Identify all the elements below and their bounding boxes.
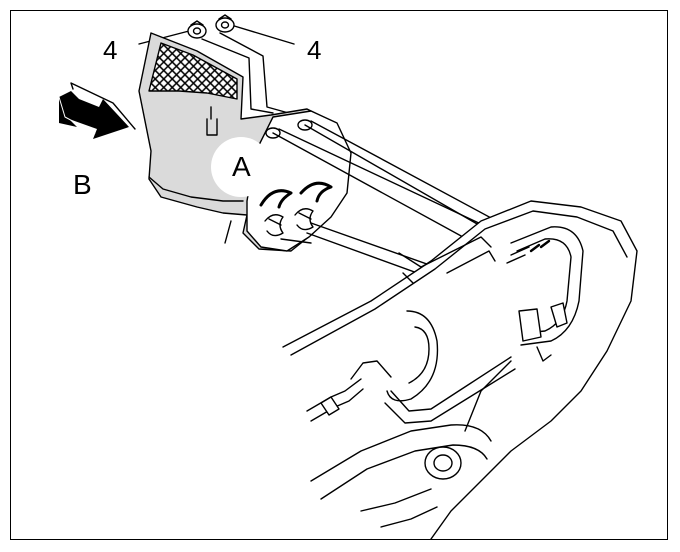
nut-callout-left: 4	[103, 35, 118, 65]
spring-clips	[259, 181, 333, 244]
direction-callout-b: B	[73, 169, 92, 200]
diagram-frame: 4 4 A B	[10, 10, 668, 540]
detail-callout-a: A	[232, 151, 251, 182]
detail-circle-a	[211, 137, 271, 197]
nut-right	[215, 14, 235, 33]
body-bracket	[282, 200, 638, 539]
nut-left	[187, 20, 207, 39]
assembly-illustration	[58, 14, 638, 539]
nut-callout-right: 4	[307, 35, 322, 65]
direction-arrow-b	[58, 82, 136, 139]
